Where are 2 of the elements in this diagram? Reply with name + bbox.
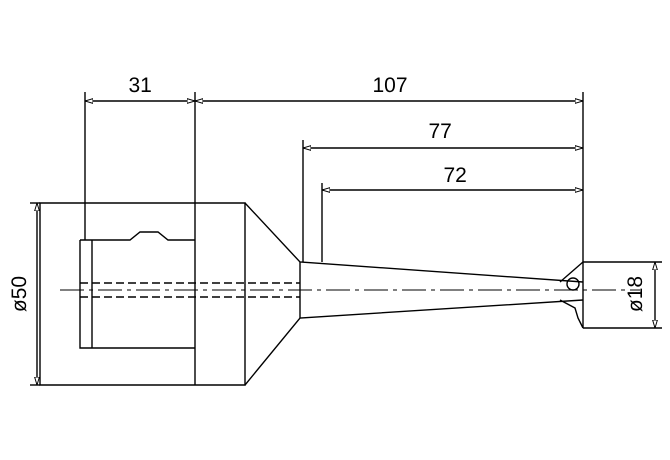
dimension-label: ø50 [9,274,32,314]
dimension-label: ø18 [625,274,648,314]
